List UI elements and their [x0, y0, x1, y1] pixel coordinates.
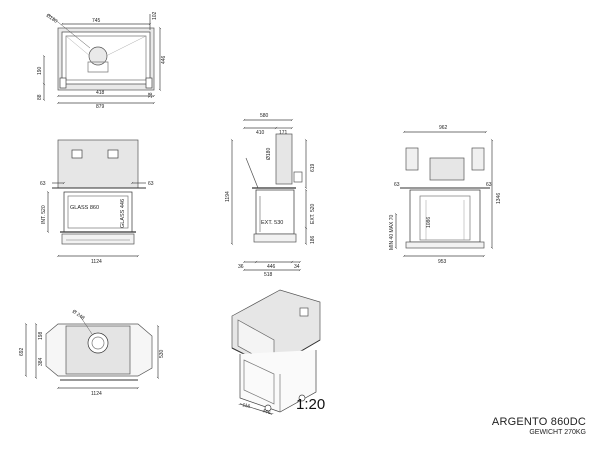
iso-dim-116: 116 [241, 402, 250, 410]
side-dim-36: 36 [238, 264, 244, 270]
title-block: ARGENTO 860DC GEWICHT 270KG [492, 416, 586, 436]
side-ext-right: EXT. 520 [310, 203, 316, 224]
front-view-dimensions: 63 63 GLASS 860 GLASS 446 INT. 520 1124 [40, 181, 154, 265]
top-dim-duct: Ø180 [45, 13, 59, 25]
top-dim-88: 88 [37, 94, 43, 100]
side-dim-34: 34 [294, 264, 300, 270]
side-dim-1194: 1194 [225, 191, 231, 202]
side-view-dimensions: 580 410 171 Ø180 619 1194 EXT. 530 EXT. … [225, 113, 316, 278]
top-dim-745: 745 [92, 18, 101, 24]
side-dim-410: 410 [256, 130, 265, 136]
top-view [42, 13, 162, 105]
front-glass-side-label: GLASS 446 [120, 199, 126, 228]
front-view [46, 139, 146, 258]
side-dim-171: 171 [279, 130, 288, 136]
side-dim-518: 518 [264, 272, 273, 278]
right-dim-1346: 1346 [496, 193, 502, 204]
isometric-view [231, 289, 321, 415]
front-int-label: INT. 520 [41, 205, 47, 224]
top-dim-879: 879 [96, 104, 105, 110]
top-dim-190: 190 [37, 66, 43, 75]
side-dim-619: 619 [310, 163, 316, 172]
plan-dim-198: 198 [38, 331, 44, 340]
right-dim-63-left: 63 [394, 182, 400, 188]
top-dim-38: 38 [148, 92, 154, 98]
plan-dim-duct: Ø 248 [71, 309, 86, 322]
right-dim-minmax: MIN 40 MAX 70 [389, 214, 395, 250]
plan-dim-692: 692 [19, 347, 25, 356]
side-view [230, 118, 308, 272]
right-dim-953: 953 [438, 259, 447, 265]
right-view [394, 130, 494, 258]
top-dim-102: 102 [152, 11, 158, 20]
right-dim-63-right: 63 [486, 182, 492, 188]
plan-dim-530: 530 [159, 349, 165, 358]
right-view-dimensions: 962 63 63 1346 1086 MIN 40 MAX 70 953 [389, 125, 502, 265]
side-ext-label: EXT. 530 [261, 220, 283, 226]
plan-view [24, 315, 160, 390]
side-dim-580: 580 [260, 113, 269, 119]
right-dim-962: 962 [439, 125, 448, 131]
plan-dim-384: 384 [38, 357, 44, 366]
iso-dim-446: 446 [261, 408, 271, 416]
model-name: ARGENTO 860DC [491, 416, 586, 428]
right-dim-1086: 1086 [426, 217, 432, 228]
weight-label: GEWICHT 270KG [529, 429, 586, 436]
front-dim-63-right: 63 [148, 181, 154, 187]
scale-label: 1:20 [296, 396, 325, 413]
front-dim-1124: 1124 [91, 259, 102, 265]
plan-dim-1124: 1124 [91, 391, 102, 397]
front-glass-label: GLASS 860 [70, 205, 99, 211]
isometric-view-dimensions: 116 446 1:20 [241, 396, 325, 416]
front-dim-63-left: 63 [40, 181, 46, 187]
top-dim-418: 418 [96, 90, 105, 96]
side-dim-186: 186 [310, 235, 316, 244]
top-dim-446: 446 [161, 55, 167, 64]
side-dim-446: 446 [267, 264, 276, 270]
side-dim-duct: Ø180 [266, 148, 272, 160]
